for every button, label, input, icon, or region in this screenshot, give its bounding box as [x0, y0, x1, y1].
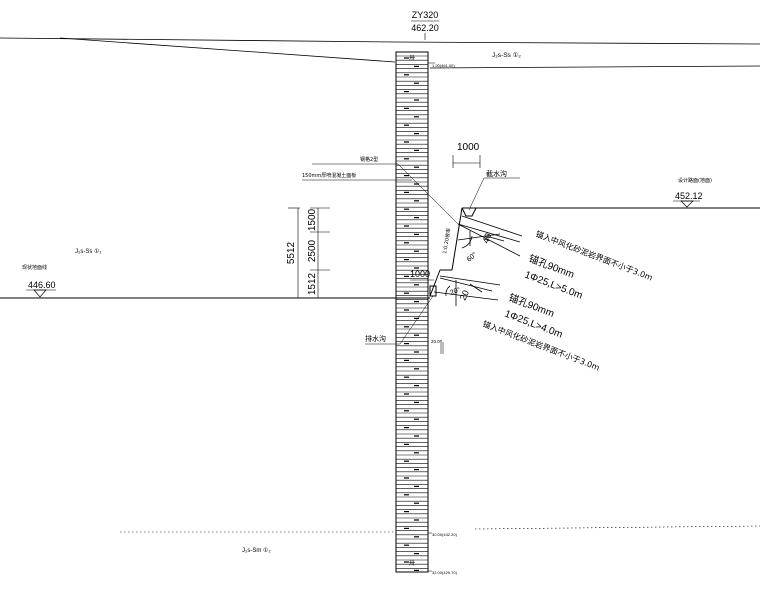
dimension-total: 5512: [286, 241, 297, 264]
lower-anchor: [433, 275, 501, 306]
stratum-label-bottom: J₂s-Sm ①₂: [242, 547, 271, 554]
dimension-middle: 2500: [307, 239, 318, 262]
upper-anchor: [457, 215, 523, 257]
left-platform-label: 现状地面线: [22, 264, 47, 271]
depth-label-lower: 30.00(432.20): [432, 532, 458, 537]
mid-marker: [440, 342, 444, 354]
slope-ratio: 1:0.20坡率: [441, 228, 452, 255]
bottom-ditch-label: 排水沟: [365, 334, 386, 343]
borehole-top-elevation: 462.20: [411, 23, 439, 33]
slope-type-label: 钢格2型: [360, 156, 378, 163]
left-platform-elevation: 446.60: [28, 280, 56, 290]
upper-anchor-spec: 1Φ25,L>5.0m: [523, 270, 584, 302]
depth-label-top: 1.20(461.00): [432, 63, 455, 68]
right-elevation-marker: [680, 200, 694, 208]
slope-protection-label: 150mm厚喷混凝土面板: [302, 172, 356, 179]
lower-anchor-spacing: 20: [458, 289, 471, 302]
borehole-id: ZY320: [412, 10, 439, 20]
ground-surface: [0, 37, 760, 69]
top-ditch-width: 1000: [457, 142, 480, 153]
upper-anchor-embed: 锚入中风化砂泥岩界面不小于3.0m: [534, 229, 654, 283]
depth-label-mid: 20.00: [431, 339, 443, 344]
upper-anchor-spacing: 40: [480, 232, 493, 245]
lower-anchor-angle: 20°: [449, 286, 462, 297]
depth-label-bottom: 32.00(429.70): [432, 570, 458, 575]
stratum-label-left: J₂s-Ss ①₁: [75, 248, 101, 255]
upper-anchor-angle: 60°: [465, 250, 478, 263]
stratum-label-upper-right: J₂s-Ss ①₂: [492, 51, 521, 59]
dimension-chain: [288, 207, 330, 299]
bottom-glyph: 卅: [409, 560, 415, 567]
dimension-lower: 1512: [307, 272, 318, 295]
left-elevation-marker: [33, 289, 47, 298]
top-glyph: 卅: [409, 55, 415, 62]
top-ditch-label: 截水沟: [486, 169, 507, 178]
bench-width: 1000: [410, 269, 430, 279]
borehole-column: [395, 51, 429, 573]
slope-profile: [429, 207, 477, 297]
dimension-upper: 1500: [307, 208, 318, 231]
right-platform-elevation: 452.12: [675, 191, 703, 201]
right-platform-label: 设计路面(地面): [678, 177, 712, 184]
